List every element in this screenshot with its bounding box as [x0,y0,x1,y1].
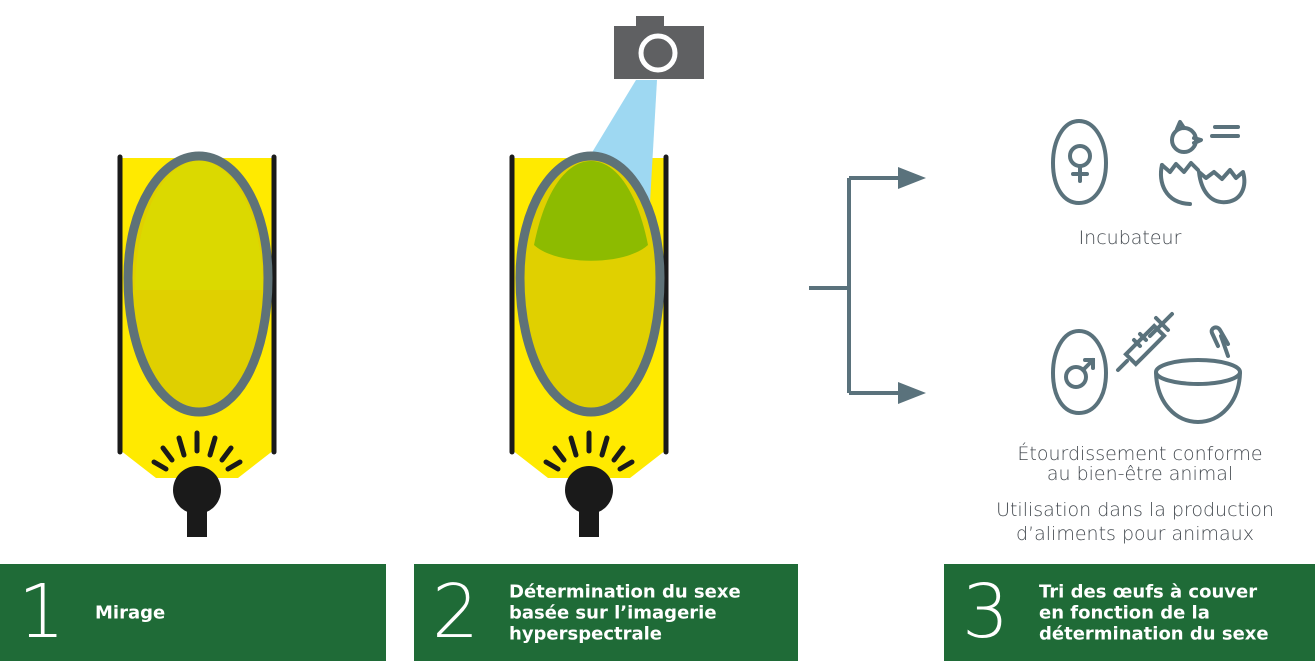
step-label-line: hyperspectrale [509,623,662,644]
lamp-icon [173,466,221,537]
mortar-pestle-icon [1154,325,1242,424]
step-box-3: 3 Tri des œufs à couver en fonction de l… [944,564,1315,661]
step-label-line: en fonction de la [1039,602,1210,623]
step-number: 3 [962,569,1010,655]
male-egg-icon [1050,328,1109,416]
caption-line: Utilisation dans la production [996,499,1274,521]
egg [123,151,273,417]
animal-welfare-stunning-caption: Étourdissement conforme au bien-être ani… [990,444,1290,484]
step-label-line: basée sur l’imagerie [509,602,717,623]
caption-line: d’aliments pour animaux [1016,523,1254,545]
step-label-line: détermination du sexe [1039,623,1269,644]
step-label: Détermination du sexe basée sur l’imager… [509,581,741,644]
lamp-rays [543,430,635,472]
caption-line: au bien-être animal [1046,463,1234,485]
candling-station [117,151,277,537]
egg [515,151,665,417]
incubator-caption: Incubateur [1078,227,1182,249]
step-box-1: 1 Mirage [0,564,386,661]
syringe-icon [1116,312,1174,372]
imaging-station [509,16,704,537]
arrow-head-bottom [898,382,926,404]
arrow-head-top [898,167,926,189]
lamp-rays [151,430,243,472]
step-label-line: Détermination du sexe [509,581,741,602]
step-label: Tri des œufs à couver en fonction de la … [1039,581,1269,644]
hatching-chick-icon [1159,120,1247,206]
step-number: 1 [18,569,66,655]
caption-line: Étourdissement conforme [1017,443,1263,465]
step-label: Mirage [95,602,165,623]
step-label-line: Tri des œufs à couver [1039,581,1258,602]
lamp-icon [565,466,613,537]
feed-production-caption: Utilisation dans la production d’aliment… [970,498,1300,546]
camera-icon [614,16,704,79]
step-label-line: Mirage [95,602,166,623]
female-egg-icon [1050,118,1109,206]
sorting-arrows [809,176,902,395]
sensor-zone [534,161,648,261]
step-box-2: 2 Détermination du sexe basée sur l’imag… [414,564,798,661]
step-number: 2 [432,569,480,655]
